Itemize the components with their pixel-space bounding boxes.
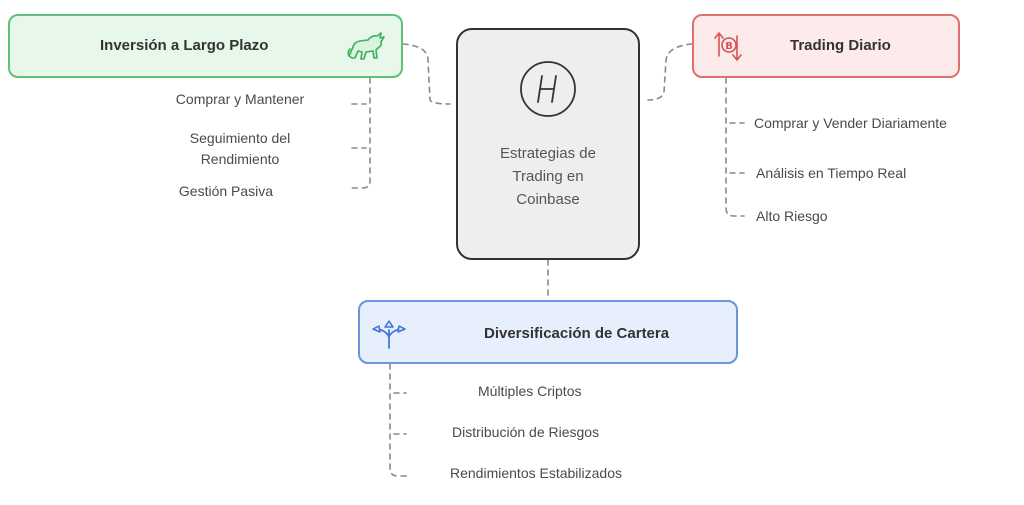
- branch-long-term-title: Inversión a Largo Plazo: [100, 37, 269, 54]
- connector-day-items: [725, 77, 745, 217]
- connector-div-items: [389, 363, 409, 477]
- branch-long-term-box: [8, 14, 403, 78]
- day-trading-item-1: Comprar y Vender Diariamente: [754, 115, 947, 131]
- bitcoin-exchange-icon: B: [714, 32, 742, 61]
- connector-day-to-center: [647, 43, 693, 101]
- diversification-item-1: Múltiples Criptos: [478, 383, 582, 399]
- connector-long-to-center: [402, 43, 451, 105]
- connector-long-items: [351, 77, 371, 189]
- day-trading-item-3: Alto Riesgo: [756, 208, 828, 224]
- branch-diversification-title: Diversificación de Cartera: [484, 325, 670, 342]
- long-term-item-1: Comprar y Mantener: [175, 91, 305, 107]
- day-trading-item-2: Análisis en Tiempo Real: [756, 165, 907, 181]
- center-label: Estrategias de Trading en Coinbase: [500, 145, 596, 208]
- diversification-item-2: Distribución de Riesgos: [452, 424, 600, 440]
- bull-icon: [347, 32, 385, 60]
- svg-text:B: B: [725, 41, 733, 52]
- split-arrows-icon: [372, 320, 406, 349]
- branch-diversification-box: [358, 300, 738, 364]
- circle-h-icon: [520, 61, 576, 117]
- long-term-item-3: Gestión Pasiva: [178, 183, 274, 199]
- diversification-item-3: Rendimientos Estabilizados: [450, 465, 622, 481]
- branch-day-trading-title: Trading Diario: [790, 37, 891, 54]
- long-term-item-2: Seguimiento del Rendimiento: [189, 130, 291, 167]
- branch-day-trading-box: [692, 14, 960, 78]
- center-node: [456, 28, 640, 260]
